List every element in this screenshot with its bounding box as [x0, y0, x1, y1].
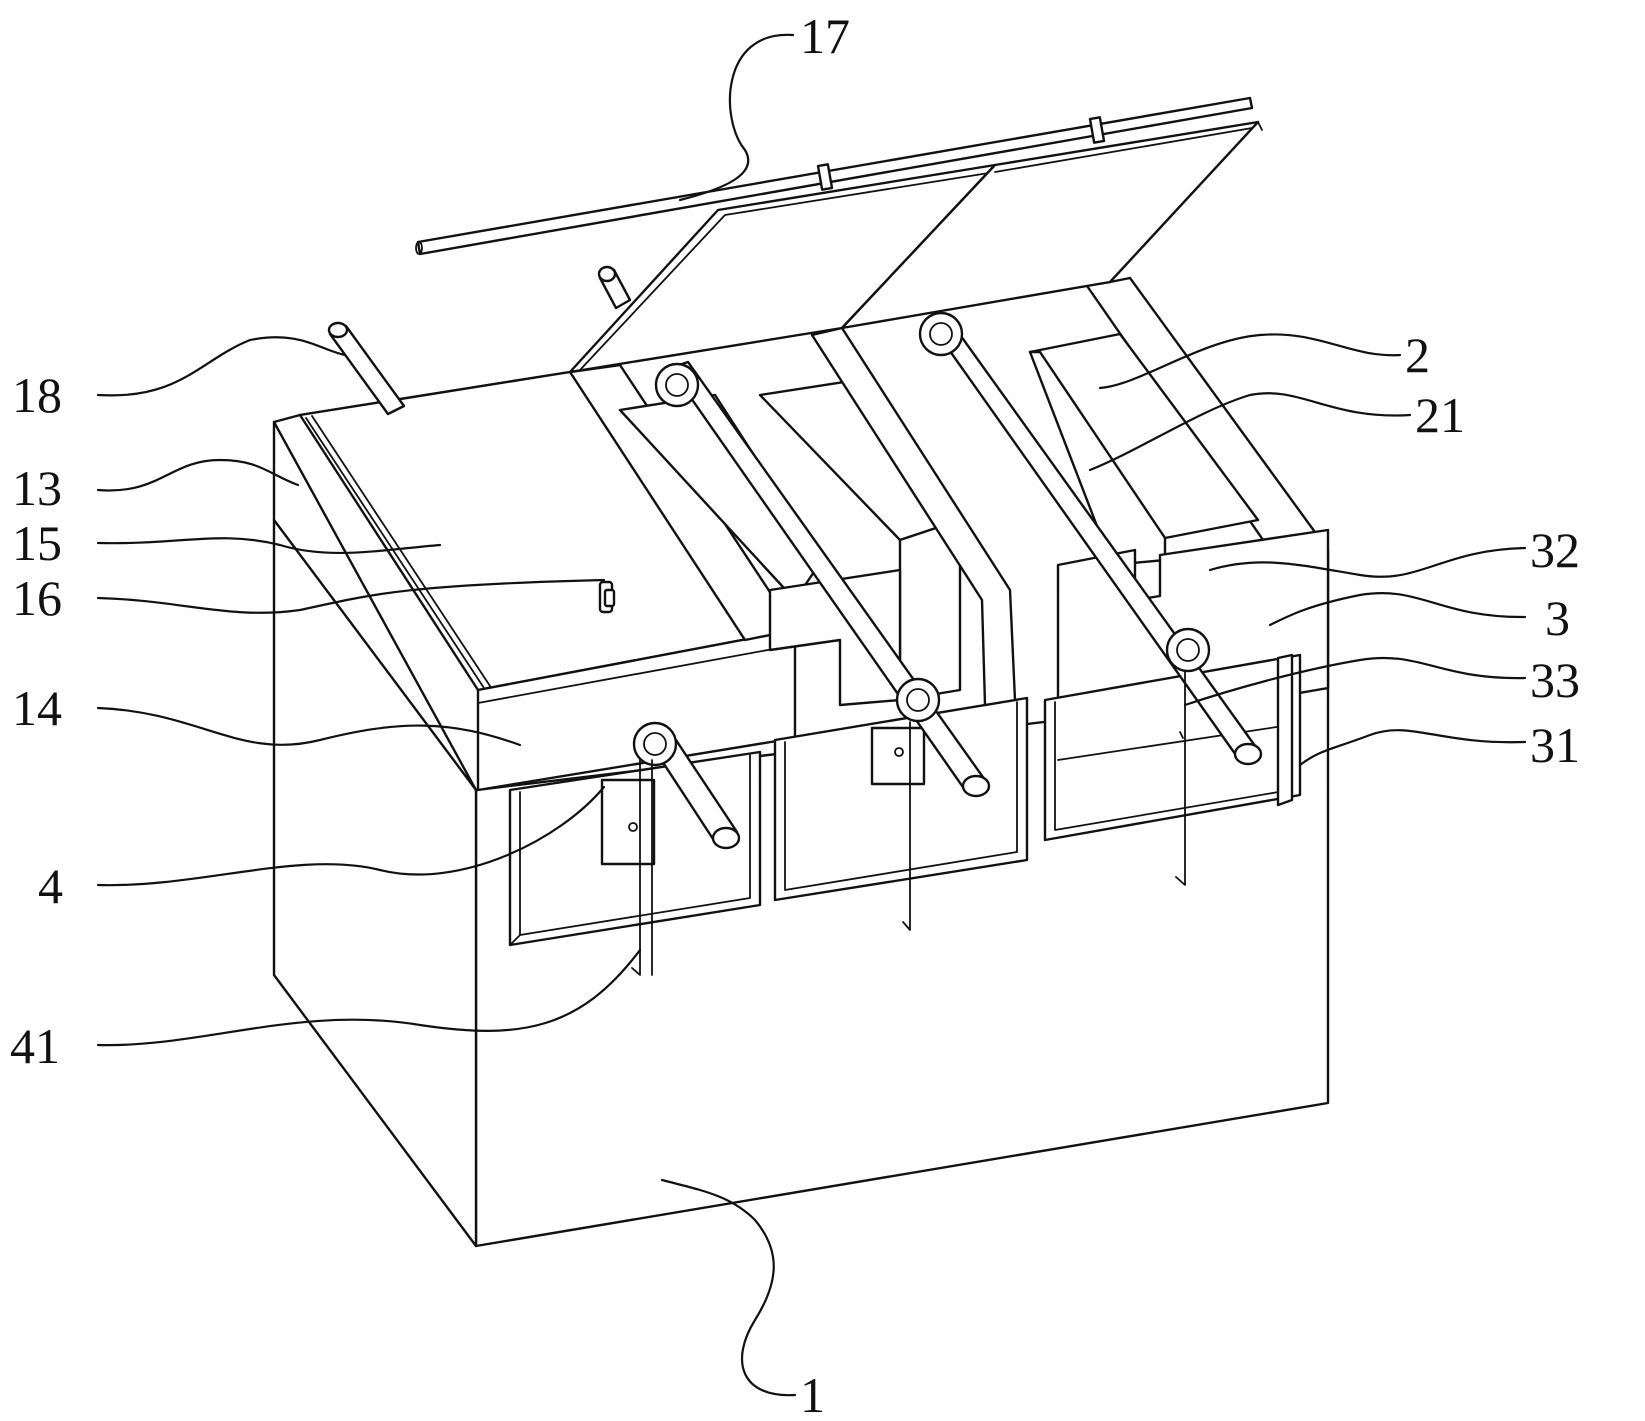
callout-13: 13 — [12, 460, 62, 516]
rod-middle — [654, 360, 991, 931]
callout-14: 14 — [12, 680, 62, 736]
callout-18: 18 — [12, 367, 62, 423]
callout-31: 31 — [1530, 717, 1580, 773]
rear-handles — [327, 265, 632, 416]
compartment-right — [1028, 332, 1330, 842]
open-lids — [568, 120, 1263, 374]
callout-1: 1 — [800, 1367, 825, 1421]
callout-2: 2 — [1405, 327, 1430, 383]
callouts: 17 18 13 15 16 14 4 41 2 21 32 3 33 31 1 — [10, 8, 1580, 1421]
callout-17: 17 — [800, 8, 850, 64]
callout-15: 15 — [12, 515, 62, 571]
rod-right — [918, 311, 1263, 886]
closed-lid — [298, 370, 797, 792]
callout-21: 21 — [1415, 387, 1465, 443]
callout-3: 3 — [1545, 590, 1570, 646]
callout-33: 33 — [1530, 652, 1580, 708]
leader-lines — [96, 33, 1527, 1397]
hinge-rod — [415, 96, 1254, 256]
callout-41: 41 — [10, 1018, 60, 1074]
compartment-middle — [568, 326, 1029, 902]
callout-4: 4 — [38, 858, 63, 914]
callout-32: 32 — [1530, 522, 1580, 578]
callout-16: 16 — [12, 570, 62, 626]
rod-left — [631, 721, 741, 976]
